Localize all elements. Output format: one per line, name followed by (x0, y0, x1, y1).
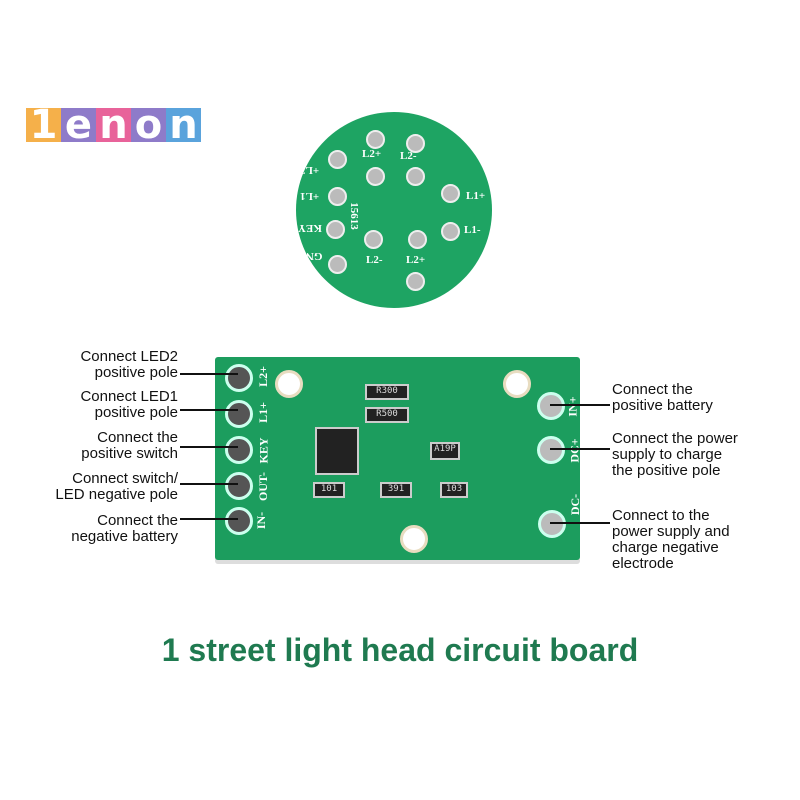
pointer-line (180, 483, 238, 485)
rectangular-circuit-board: L2+ L1+ KEY OUT- IN- IN+ DC+ DC- R300 R5… (215, 357, 583, 560)
resistor: R500 (365, 407, 409, 423)
pin-label: DC+ (567, 438, 582, 463)
ic-chip (315, 427, 359, 475)
resistor: 101 (313, 482, 345, 498)
round-label: +L1 (300, 190, 320, 202)
pin-label: OUT- (255, 472, 270, 501)
pointer-line (180, 373, 238, 375)
pointer-line (550, 448, 610, 450)
round-label: L2+ (406, 254, 426, 266)
pin-label: KEY (256, 437, 271, 464)
round-label: L2+ (362, 148, 382, 160)
round-label: GND (298, 250, 323, 262)
pin-label: IN+ (565, 396, 580, 417)
round-label: L1- (464, 224, 481, 236)
pointer-line (180, 446, 238, 448)
pin-label: DC- (568, 493, 583, 516)
pointer-line (550, 404, 610, 406)
pin-label: L2+ (255, 366, 270, 387)
round-label: L1+ (466, 190, 486, 202)
page-title: 1 street light head circuit board (161, 632, 639, 668)
round-label: 15613 (347, 202, 360, 230)
round-label: +L2 (300, 164, 320, 176)
resistor: R300 (365, 384, 409, 400)
resistor: 391 (380, 482, 412, 498)
round-label: KEY (298, 222, 322, 234)
pointer-line (180, 518, 238, 520)
resistor: 103 (440, 482, 468, 498)
pointer-line (550, 522, 610, 524)
round-label: L2- (400, 150, 417, 162)
pointer-line (180, 409, 238, 411)
transistor: A19P (430, 442, 460, 460)
round-label: L2- (366, 254, 383, 266)
pin-label: IN- (254, 511, 269, 530)
round-circuit-board: L2+ L2- L1+ L1- L2- L2+ +L2 +L1 KEY GND … (296, 112, 492, 308)
label-led-negative: Connect switch/LED negative pole (55, 470, 178, 503)
pin-label: L1+ (255, 402, 270, 423)
